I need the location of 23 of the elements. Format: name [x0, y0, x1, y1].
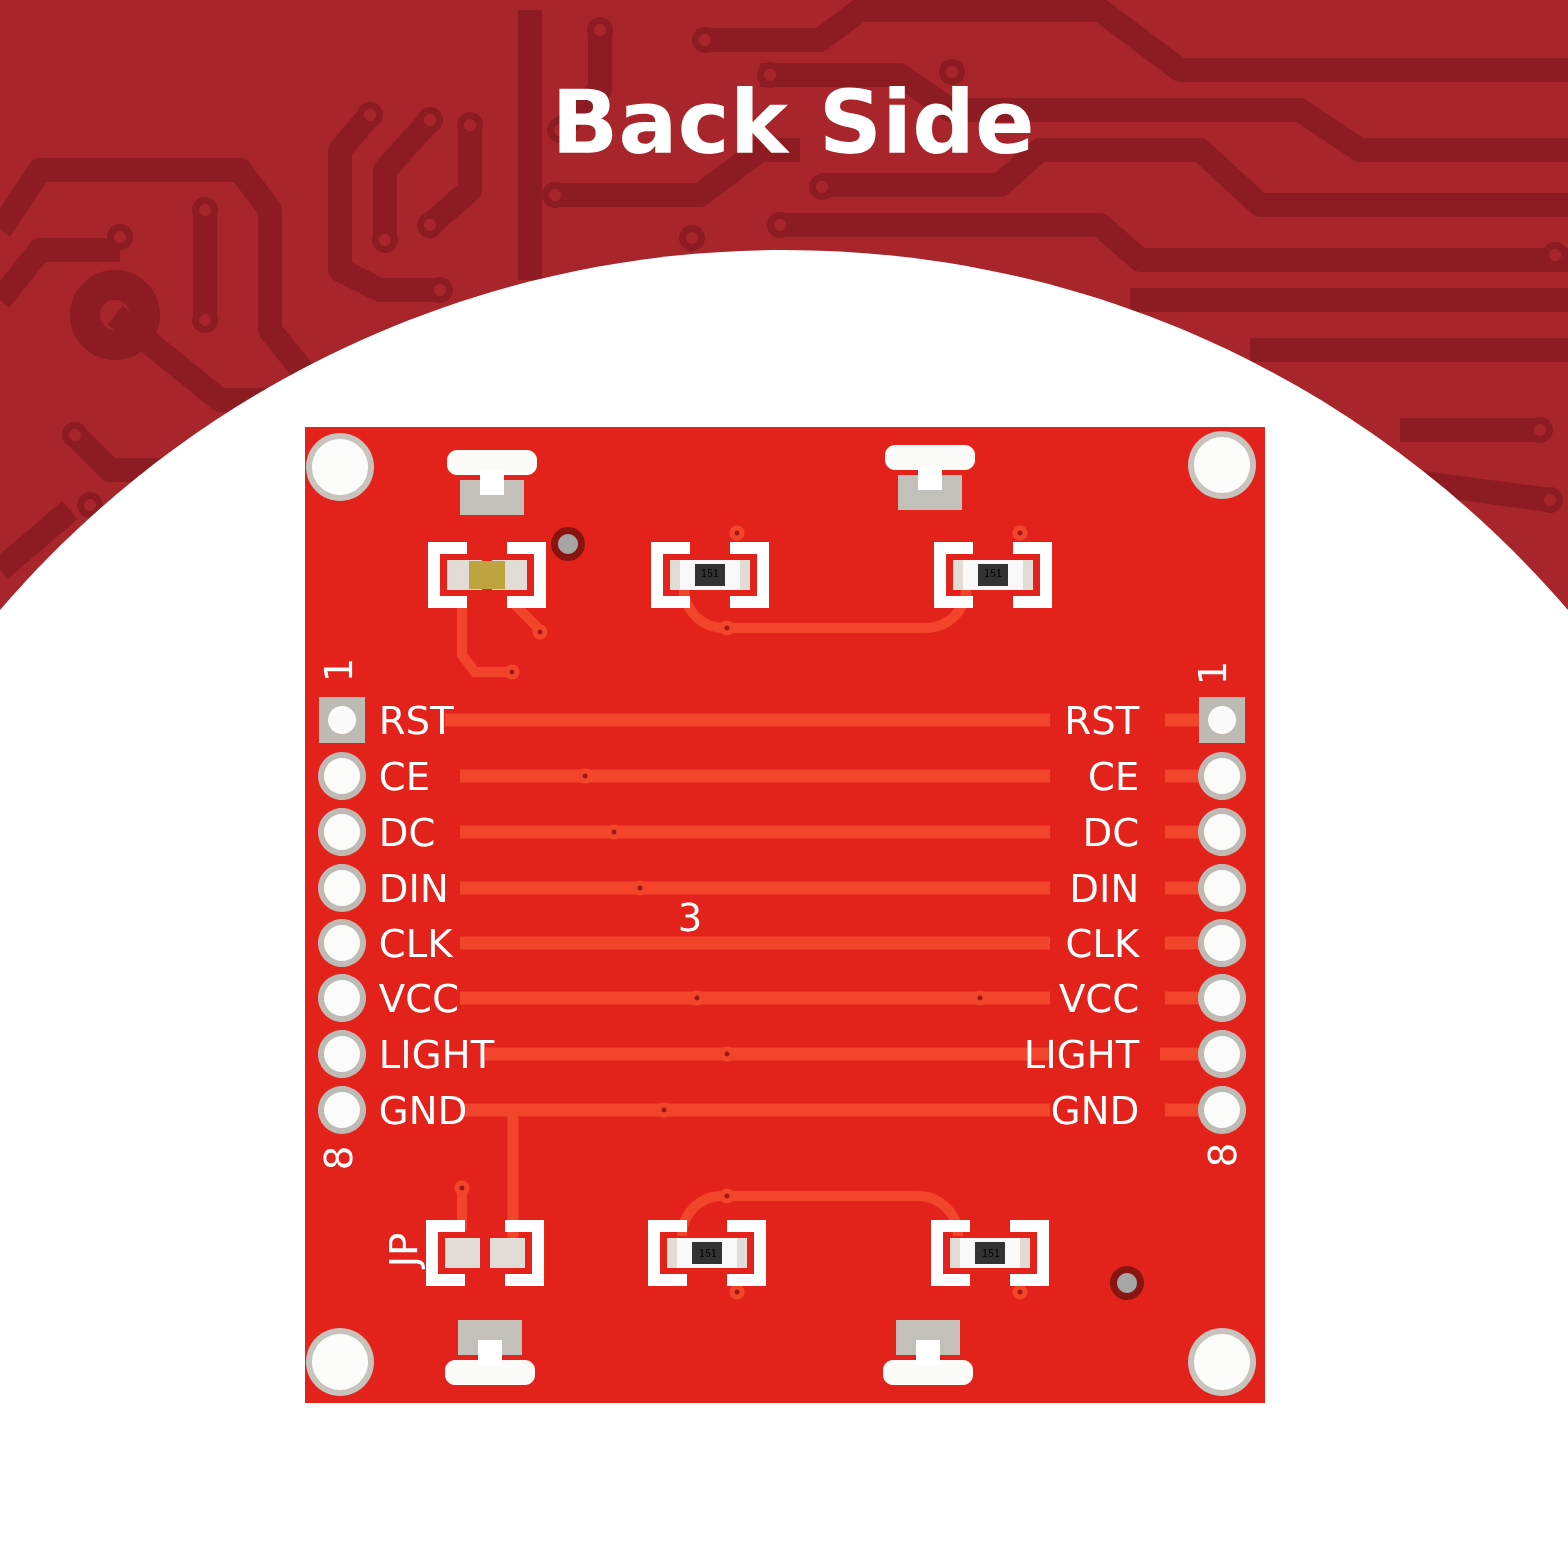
- pin-label: CLK: [380, 928, 454, 958]
- pin-label: CLK: [1067, 928, 1141, 958]
- pin-label: CE: [1090, 761, 1137, 791]
- pin-label: LIGHT: [1027, 1039, 1140, 1069]
- pin-label: GND: [1052, 1095, 1137, 1125]
- pin-label: DC: [382, 817, 434, 847]
- pin-label: DIN: [1073, 873, 1136, 903]
- pin-label: RST: [1068, 705, 1140, 735]
- pin-label: CE: [380, 761, 428, 791]
- silkscreen-label: JP: [389, 1233, 425, 1270]
- pin-label: RST: [382, 705, 454, 735]
- pin-label: 8: [1207, 1145, 1237, 1165]
- pin-label: 1: [1197, 664, 1227, 682]
- pin-label: DC: [1086, 817, 1138, 847]
- pin-label: VCC: [1059, 983, 1138, 1013]
- pin-label: GND: [380, 1095, 466, 1125]
- pin-label: DIN: [382, 873, 445, 903]
- pin-label: 1: [323, 661, 353, 679]
- silkscreen-label: 3: [680, 902, 700, 932]
- title: Back Side: [559, 86, 1031, 154]
- pin-label: 8: [323, 1148, 353, 1168]
- pin-label: VCC: [379, 983, 457, 1013]
- pin-label: LIGHT: [382, 1039, 495, 1069]
